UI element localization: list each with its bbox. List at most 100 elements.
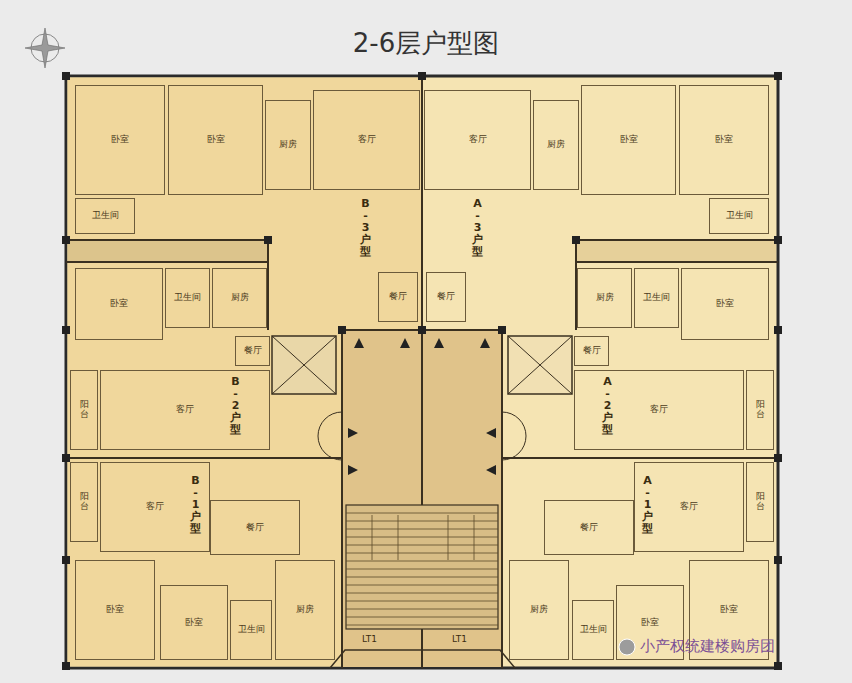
elevator [272, 336, 336, 394]
room: 客厅 [313, 90, 420, 190]
room: 卧室 [679, 85, 769, 195]
room-name: 餐厅 [244, 346, 262, 356]
room-name: 阳台 [756, 492, 765, 512]
room: 阳台 [70, 370, 98, 450]
room: 卧室 [581, 85, 676, 195]
room: 厨房 [533, 100, 579, 190]
room: 厨房 [509, 560, 569, 660]
room-name: 餐厅 [246, 523, 264, 533]
room-name: 厨房 [279, 140, 297, 150]
elevator-cross [508, 336, 572, 394]
room-name: 阳台 [80, 492, 89, 512]
stair-label: LT1 [362, 634, 377, 644]
walls [66, 76, 778, 668]
room-name: 卧室 [106, 605, 124, 615]
room-name: 客厅 [469, 135, 487, 145]
room-name: 卫生间 [174, 293, 201, 303]
stair-label: LT1 [452, 634, 467, 644]
stairs [346, 505, 498, 629]
unit-type-label: B-1户型 [190, 475, 201, 535]
room-name: 卫生间 [238, 625, 265, 635]
room-name: 客厅 [358, 135, 376, 145]
room-name: 卧室 [185, 618, 203, 628]
unit-type-label: A-1户型 [642, 475, 653, 535]
room-name: 卧室 [720, 605, 738, 615]
room: 客厅 [100, 370, 270, 450]
room: 餐厅 [426, 272, 466, 322]
pillars [62, 72, 782, 670]
light-well [576, 240, 776, 262]
room-name: 客厅 [650, 405, 668, 415]
room-name: 厨房 [296, 605, 314, 615]
room: 餐厅 [235, 336, 270, 366]
room: 餐厅 [574, 336, 609, 366]
room-name: 餐厅 [583, 346, 601, 356]
watermark: 小产权统建楼购房团 [640, 637, 775, 656]
room: 餐厅 [378, 272, 418, 322]
unit-type-label: B-2户型 [230, 376, 241, 436]
compass-star [25, 28, 65, 68]
room-name: 餐厅 [437, 292, 455, 302]
room: 餐厅 [210, 500, 300, 555]
room: 卧室 [75, 85, 165, 195]
entrance-edge [330, 650, 515, 668]
room-name: 卫生间 [726, 211, 753, 221]
room-name: 卧室 [111, 135, 129, 145]
room: 卫生间 [634, 268, 679, 328]
room: 卧室 [160, 585, 228, 660]
stair-treads [346, 513, 498, 625]
direction-triangles [348, 338, 496, 475]
room: 卫生间 [230, 600, 272, 660]
room: 卧室 [681, 268, 769, 340]
elevator [508, 336, 572, 394]
room: 厨房 [275, 560, 335, 660]
unit-type-label: A-3户型 [472, 198, 483, 258]
wechat-icon [619, 639, 635, 655]
room-name: 厨房 [530, 605, 548, 615]
room-name: 厨房 [596, 293, 614, 303]
room-name: 阳台 [756, 400, 765, 420]
room-name: 卧室 [716, 299, 734, 309]
room-name: 客厅 [176, 405, 194, 415]
room-name: 厨房 [547, 140, 565, 150]
room-name: 卫生间 [92, 211, 119, 221]
room: 餐厅 [544, 500, 634, 555]
room: 厨房 [265, 100, 311, 190]
room-name: 卫生间 [643, 293, 670, 303]
room: 阳台 [70, 462, 98, 542]
room-name: 卧室 [715, 135, 733, 145]
room: 卧室 [75, 268, 163, 340]
room: 卧室 [168, 85, 263, 195]
unit-type-label: B-3户型 [360, 198, 371, 258]
room: 阳台 [746, 370, 774, 450]
room: 卫生间 [75, 198, 135, 234]
room: 卫生间 [572, 600, 614, 660]
plan-floor [66, 76, 778, 668]
room-name: 客厅 [146, 502, 164, 512]
room: 客厅 [574, 370, 744, 450]
room: 厨房 [577, 268, 632, 328]
room: 厨房 [212, 268, 267, 328]
room-name: 餐厅 [580, 523, 598, 533]
unit-type-label: A-2户型 [602, 376, 613, 436]
room-name: 餐厅 [389, 292, 407, 302]
room: 卫生间 [165, 268, 210, 328]
light-well [68, 240, 268, 262]
room-name: 卧室 [110, 299, 128, 309]
title: 2-6层户型图 [0, 26, 852, 61]
room: 卫生间 [709, 198, 769, 234]
room-name: 阳台 [80, 400, 89, 420]
room: 客厅 [424, 90, 531, 190]
elevator-cross [272, 336, 336, 394]
room-name: 卧室 [620, 135, 638, 145]
room-name: 客厅 [680, 502, 698, 512]
room: 卧室 [75, 560, 155, 660]
room: 阳台 [746, 462, 774, 542]
room-name: 厨房 [231, 293, 249, 303]
room-name: 卧室 [207, 135, 225, 145]
room-name: 卫生间 [580, 625, 607, 635]
room-name: 卧室 [641, 618, 659, 628]
